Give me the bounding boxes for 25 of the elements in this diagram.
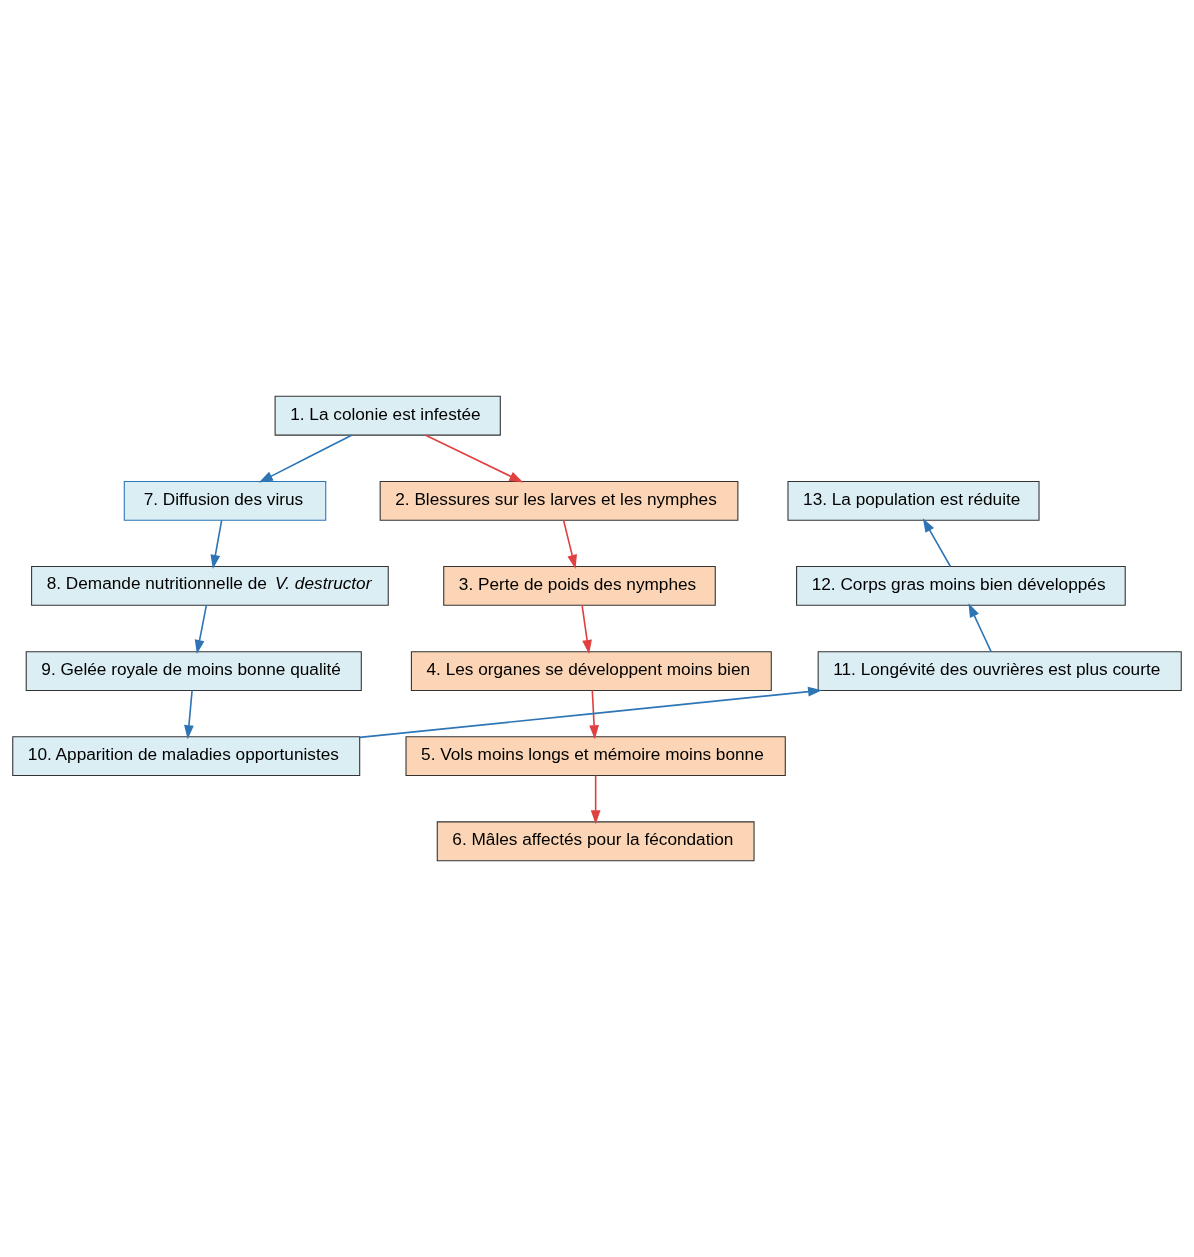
- arrow: [424, 434, 524, 483]
- node-box: 13. La population est réduite: [787, 480, 1040, 521]
- arrow: [581, 604, 592, 655]
- node-box: 1. La colonie est infestée: [274, 395, 501, 436]
- node-box: 6. Mâles affectés pour la fécondation: [436, 821, 755, 862]
- node-box: 4. Les organes se développent moins bien: [410, 651, 772, 691]
- node-box: 11. Longévité des ouvrières est plus courte: [817, 651, 1182, 691]
- arrow: [184, 689, 194, 740]
- arrow: [922, 518, 952, 568]
- arrow: [194, 604, 208, 655]
- arrow: [258, 434, 353, 483]
- arrow: [590, 774, 601, 825]
- node-box: 5. Vols moins longs et mémoire moins bonne: [405, 736, 786, 777]
- arrow: [359, 686, 823, 739]
- arrow: [210, 519, 223, 569]
- arrow: [589, 689, 599, 740]
- node-box: 3. Perte de poids des nymphes: [443, 566, 716, 606]
- node-box: 12. Corps gras moins bien développés: [796, 566, 1126, 606]
- node-box: 10. Apparition de maladies opportunistes: [12, 736, 361, 777]
- node-box: 2. Blessures sur les larves et les nymphes: [379, 480, 739, 521]
- arrow: [562, 519, 577, 569]
- node-box: 8. Demande nutritionnelle de V. destructor: [31, 566, 389, 606]
- node-box: 7. Diffusion des virus: [123, 480, 327, 521]
- arrow: [968, 603, 992, 653]
- node-box: 9. Gelée royale de moins bonne qualité: [25, 651, 362, 691]
